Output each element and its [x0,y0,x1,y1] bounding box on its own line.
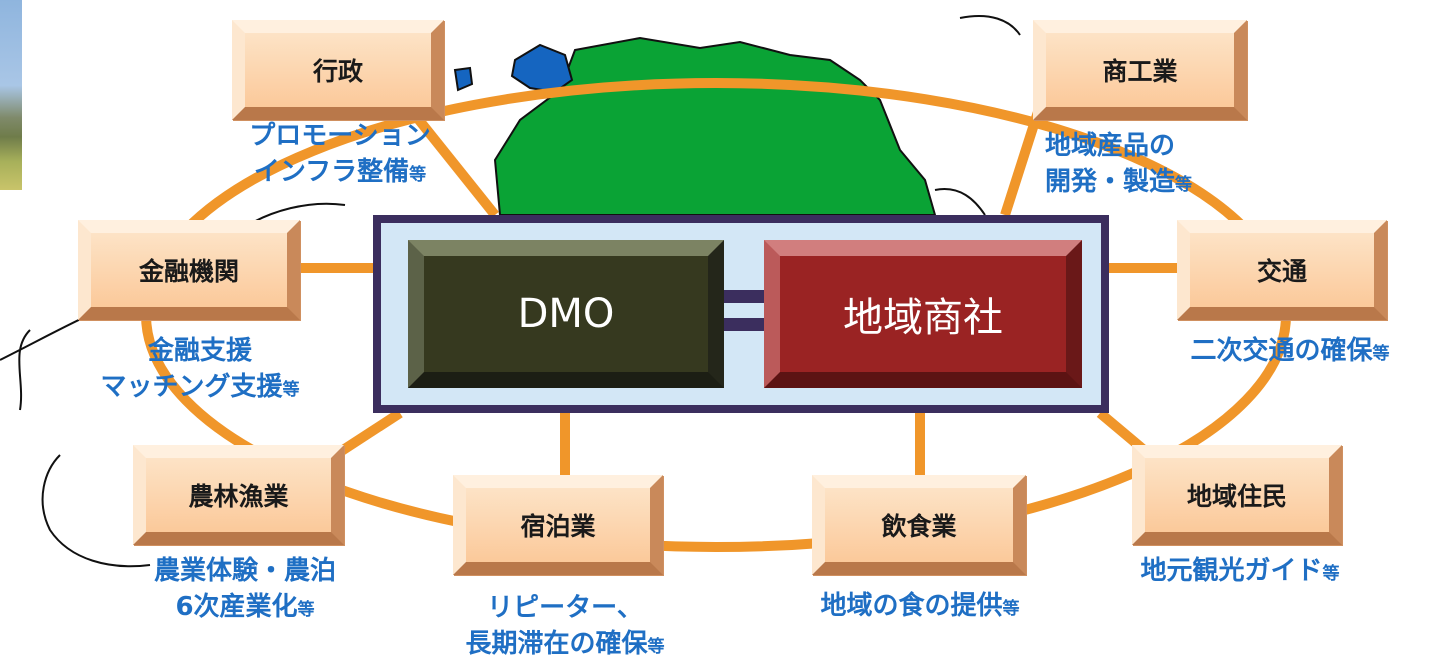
desc-inshoku: 地域の食の提供等 [775,588,1065,627]
desc-shukuhaku-line1: リピーター、 [487,593,643,623]
desc-kotsu: 二次交通の確保等 [1150,333,1430,372]
node-norin-label: 農林漁業 [188,482,289,511]
landscape-photo [0,0,22,190]
equals-bar-top [724,290,764,303]
desc-jumin-suffix: 等 [1322,564,1340,584]
desc-shukuhaku-line2: 長期滞在の確保 [465,629,648,659]
desc-inshoku-suffix: 等 [1002,599,1020,619]
desc-kotsu-line1: 二次交通の確保 [1190,336,1373,366]
desc-jumin: 地元観光ガイド等 [1095,553,1385,592]
desc-shokogyo-suffix: 等 [1175,175,1193,195]
desc-shokogyo-line1: 地域産品の [1045,131,1176,161]
node-jumin: 地域住民 [1132,445,1342,545]
desc-shokogyo: 地域産品の 開発・製造等 [1045,128,1255,203]
desc-shukuhaku: リピーター、 長期滞在の確保等 [420,590,710,665]
node-jumin-label: 地域住民 [1186,482,1287,511]
desc-norin-line1: 農業体験・農泊 [153,556,336,586]
node-shukuhaku: 宿泊業 [453,475,663,575]
node-kinyu: 金融機関 [78,220,300,320]
desc-kotsu-suffix: 等 [1372,344,1390,364]
desc-shokogyo-line2: 開発・製造 [1045,167,1176,197]
bay-water [453,66,474,92]
coast-outline-right [934,14,1021,216]
desc-kinyu: 金融支援 マッチング支援等 [55,333,345,408]
desc-gyosei-suffix: 等 [409,165,427,185]
dmo-box: DMO [408,240,724,388]
node-inshoku: 飲食業 [812,475,1026,575]
desc-gyosei: プロモーション インフラ整備等 [215,118,465,193]
desc-norin-line2: 6次産業化 [175,592,298,622]
desc-jumin-line1: 地元観光ガイド [1140,556,1323,586]
regional-trading-company-label: 地域商社 [843,295,1003,341]
node-inshoku-label: 飲食業 [881,512,957,541]
desc-gyosei-line1: プロモーション [249,121,431,151]
node-kotsu-label: 交通 [1256,257,1307,286]
dmo-label: DMO [517,291,615,337]
node-kotsu: 交通 [1177,220,1387,320]
node-norin: 農林漁業 [133,445,344,545]
lake-water [510,43,574,94]
desc-norin-suffix: 等 [297,600,315,620]
node-shokogyo: 商工業 [1033,20,1247,120]
equals-bar-bottom [724,318,764,331]
regional-trading-company-box: 地域商社 [764,240,1082,388]
node-gyosei: 行政 [232,20,444,120]
desc-shukuhaku-suffix: 等 [647,637,665,657]
node-kinyu-label: 金融機関 [138,257,239,286]
node-gyosei-label: 行政 [312,57,363,86]
desc-norin: 農業体験・農泊 6次産業化等 [110,553,380,628]
desc-kinyu-line1: 金融支援 [147,336,252,366]
desc-inshoku-line1: 地域の食の提供 [820,591,1003,621]
desc-gyosei-line2: インフラ整備 [253,157,410,187]
desc-kinyu-suffix: 等 [282,380,300,400]
node-shukuhaku-label: 宿泊業 [520,512,596,541]
node-shokogyo-label: 商工業 [1102,57,1178,86]
desc-kinyu-line2: マッチング支援 [100,372,283,402]
